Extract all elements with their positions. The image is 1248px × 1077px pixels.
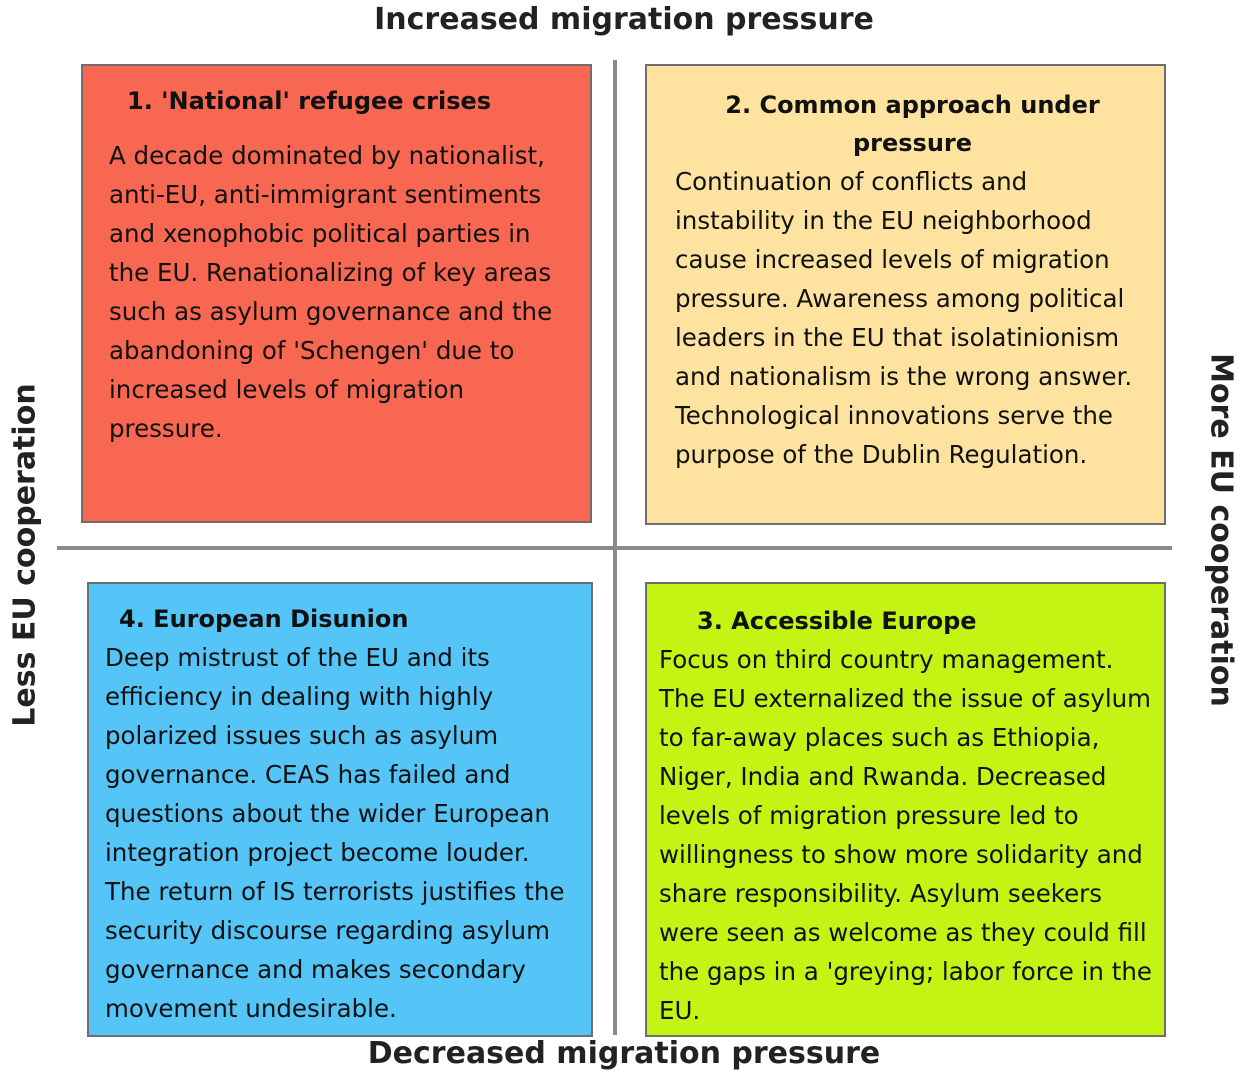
quadrant-title: 4. European Disunion <box>119 605 409 633</box>
quadrant-description: Focus on third country management. The E… <box>659 645 1152 1025</box>
axis-label-bottom: Decreased migration pressure <box>367 1036 881 1071</box>
quadrant-european-disunion: 4. European Disunion Deep mistrust of th… <box>87 582 593 1037</box>
quadrant-national-refugee-crises: 1. 'National' refugee crises A decade do… <box>81 64 592 523</box>
quadrant-description: A decade dominated by nationalist, anti-… <box>109 141 553 443</box>
quadrant-description: Continuation of conflicts and instabilit… <box>675 167 1133 469</box>
quadrant-common-approach-under-pressure: 2. Common approach under pressure Contin… <box>645 64 1166 525</box>
quadrant-accessible-europe: 3. Accessible Europe Focus on third coun… <box>645 582 1166 1037</box>
quadrant-description: Deep mistrust of the EU and its efficien… <box>105 643 565 1023</box>
axis-label-top: Increased migration pressure <box>374 2 874 37</box>
quadrant-title: 3. Accessible Europe <box>697 607 977 635</box>
axis-label-left: Less EU cooperation <box>7 383 43 727</box>
axis-label-right: More EU cooperation <box>1203 353 1239 707</box>
vertical-axis-line <box>613 60 617 1035</box>
quadrant-title: 2. Common approach under pressure <box>725 91 1100 157</box>
quadrant-title: 1. 'National' refugee crises <box>127 87 492 115</box>
